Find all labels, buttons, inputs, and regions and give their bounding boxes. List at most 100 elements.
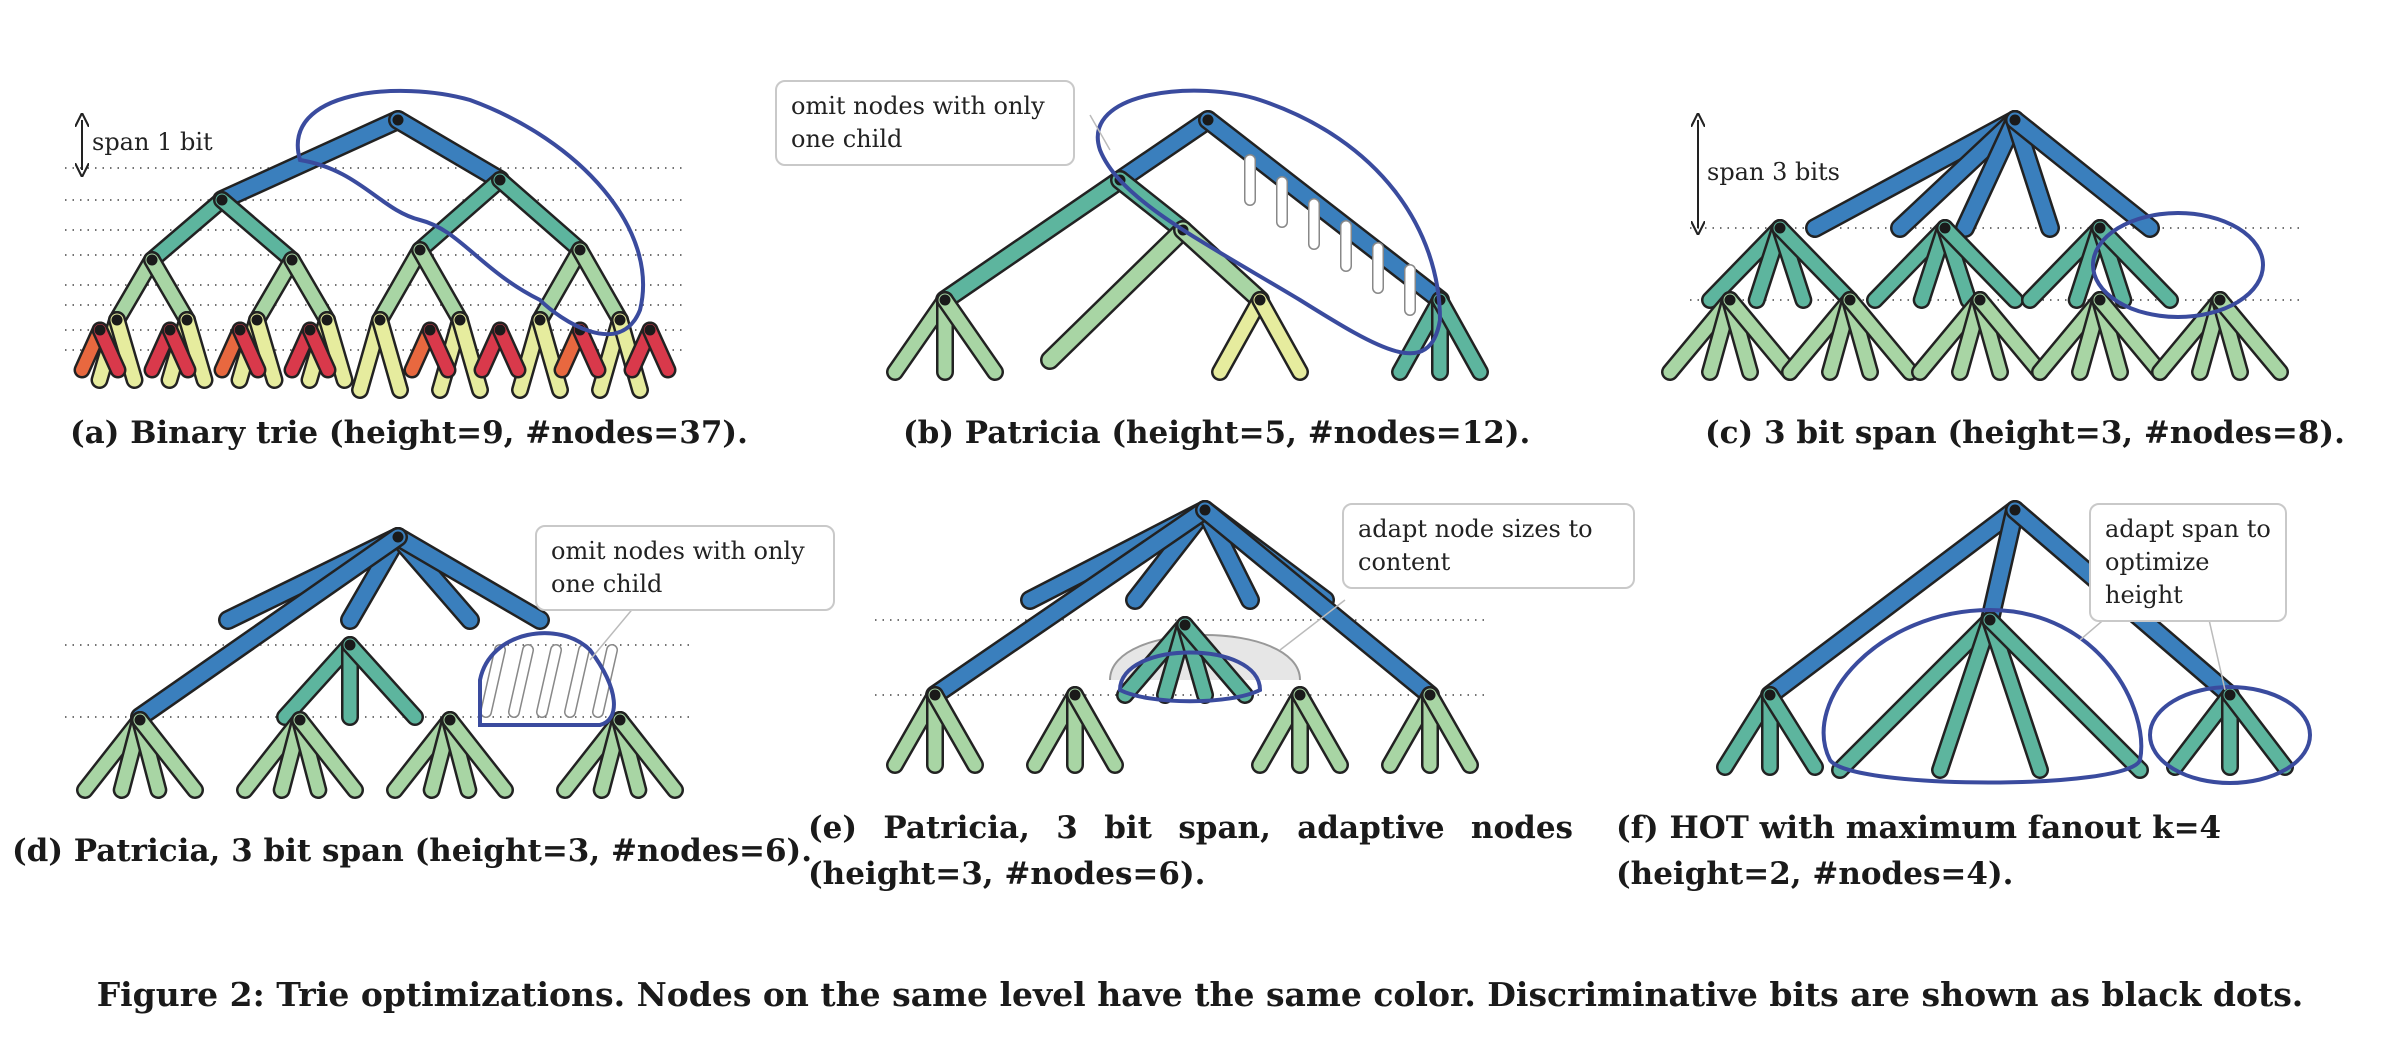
edge (1957, 112, 2023, 236)
discriminative-bit-dot (939, 294, 951, 306)
discriminative-bit-dot (2009, 114, 2021, 126)
figure-caption: Figure 2: Trie optimizations. Nodes on t… (96, 975, 2304, 1014)
discriminative-bit-dot (164, 324, 176, 336)
discriminative-bit-dot (2009, 504, 2021, 516)
discriminative-bit-dot (392, 531, 404, 543)
discriminative-bit-dot (374, 314, 386, 326)
highlight-outline (1821, 607, 2144, 785)
caption-f: (f) HOT with maximum fanout k=4 (height=… (1616, 810, 2222, 892)
discriminative-bit-dot (146, 254, 158, 266)
caption-e: (e) Patricia, 3 bit span, adaptive nodes… (808, 810, 1573, 892)
discriminative-bit-dot (574, 244, 586, 256)
discriminative-bit-dot (1984, 614, 1996, 626)
edge (2093, 221, 2177, 307)
highlight-outline (295, 88, 646, 337)
highlight-outline (1095, 88, 1443, 356)
edge (1843, 293, 1917, 379)
discriminative-bit-dot (1974, 294, 1986, 306)
note-omit-nodes-b: omit nodes with only one child (775, 80, 1075, 166)
discriminative-bit-dot (1294, 689, 1306, 701)
edge (443, 713, 512, 797)
discriminative-bit-dot (414, 244, 426, 256)
edge (1112, 112, 1216, 188)
edge (110, 253, 159, 327)
discriminative-bit-dot (344, 639, 356, 651)
discriminative-bit-dot (1199, 504, 1211, 516)
edge (250, 253, 299, 327)
edge (1213, 293, 1267, 379)
span-3-bits-label: span 3 bits (1707, 158, 1840, 186)
omitted-edge (565, 645, 589, 717)
edge (1762, 502, 2023, 703)
edge (493, 173, 587, 257)
edge (145, 193, 229, 267)
edge (373, 243, 427, 327)
edge (1253, 293, 1307, 379)
discriminative-bit-dot (1939, 222, 1951, 234)
omitted-edge (537, 645, 561, 717)
caption-c: (c) 3 bit span (height=3, #nodes=8). (1705, 415, 2345, 451)
edge (373, 313, 407, 397)
edge (133, 713, 202, 797)
edge (613, 713, 682, 797)
edge (2223, 688, 2292, 774)
edge (1773, 221, 1857, 307)
edge (1973, 293, 2047, 379)
discriminative-bit-dot (234, 324, 246, 336)
discriminative-bit-dot (1202, 114, 1214, 126)
edge (927, 502, 1213, 703)
edge (1042, 222, 1191, 368)
edge (164, 324, 194, 376)
caption-b: (b) Patricia (height=5, #nodes=12). (903, 415, 1531, 451)
edge (285, 253, 334, 327)
edge (250, 313, 281, 387)
edge (928, 688, 982, 772)
edge (644, 324, 674, 376)
edge (2168, 688, 2237, 774)
discriminative-bit-dot (494, 324, 506, 336)
discriminative-bit-dot (1724, 294, 1736, 306)
edge (1723, 293, 1797, 379)
discriminative-bit-dot (1764, 689, 1776, 701)
edge (2007, 112, 2058, 236)
caption-a: (a) Binary trie (height=9, #nodes=37). (70, 415, 748, 451)
discriminative-bit-dot (1424, 689, 1436, 701)
highlight-outline (1117, 650, 1263, 704)
note-adapt-node-sizes: adapt node sizes to content (1342, 503, 1635, 589)
discriminative-bit-dot (424, 324, 436, 336)
discriminative-bit-dot (614, 314, 626, 326)
discriminative-bit-dot (2094, 222, 2106, 234)
edge (1982, 502, 2023, 628)
edge (573, 243, 627, 327)
edge (215, 193, 299, 267)
edge (938, 293, 1002, 379)
edge (1833, 613, 1997, 777)
edge (2007, 112, 2158, 236)
discriminative-bit-dot (286, 254, 298, 266)
caption-d: (d) Patricia, 3 bit span (height=3, #nod… (12, 833, 813, 869)
discriminative-bit-dot (111, 314, 123, 326)
panel-b-patricia (886, 88, 1489, 381)
edge (180, 313, 211, 387)
edge (2093, 293, 2167, 379)
omitted-edge (481, 645, 505, 717)
panel-e-adaptive-nodes (886, 500, 1479, 774)
panel-d-patricia-3bit (76, 527, 684, 799)
discriminative-bit-dot (929, 689, 941, 701)
edge (1175, 222, 1268, 308)
edge (1068, 688, 1122, 772)
discriminative-bit-dot (304, 324, 316, 336)
highlight-outline (478, 631, 616, 727)
note-omit-nodes-d: omit nodes with only one child (535, 525, 835, 611)
omitted-edge (593, 645, 617, 717)
discriminative-bit-dot (534, 314, 546, 326)
edge (278, 638, 357, 724)
edge (1197, 502, 1438, 703)
edge (390, 529, 548, 628)
edge (343, 638, 422, 724)
highlight-outline (2148, 685, 2312, 785)
discriminative-bit-dot (2094, 294, 2106, 306)
discriminative-bit-dot (1254, 294, 1266, 306)
discriminative-bit-dot (1179, 619, 1191, 631)
